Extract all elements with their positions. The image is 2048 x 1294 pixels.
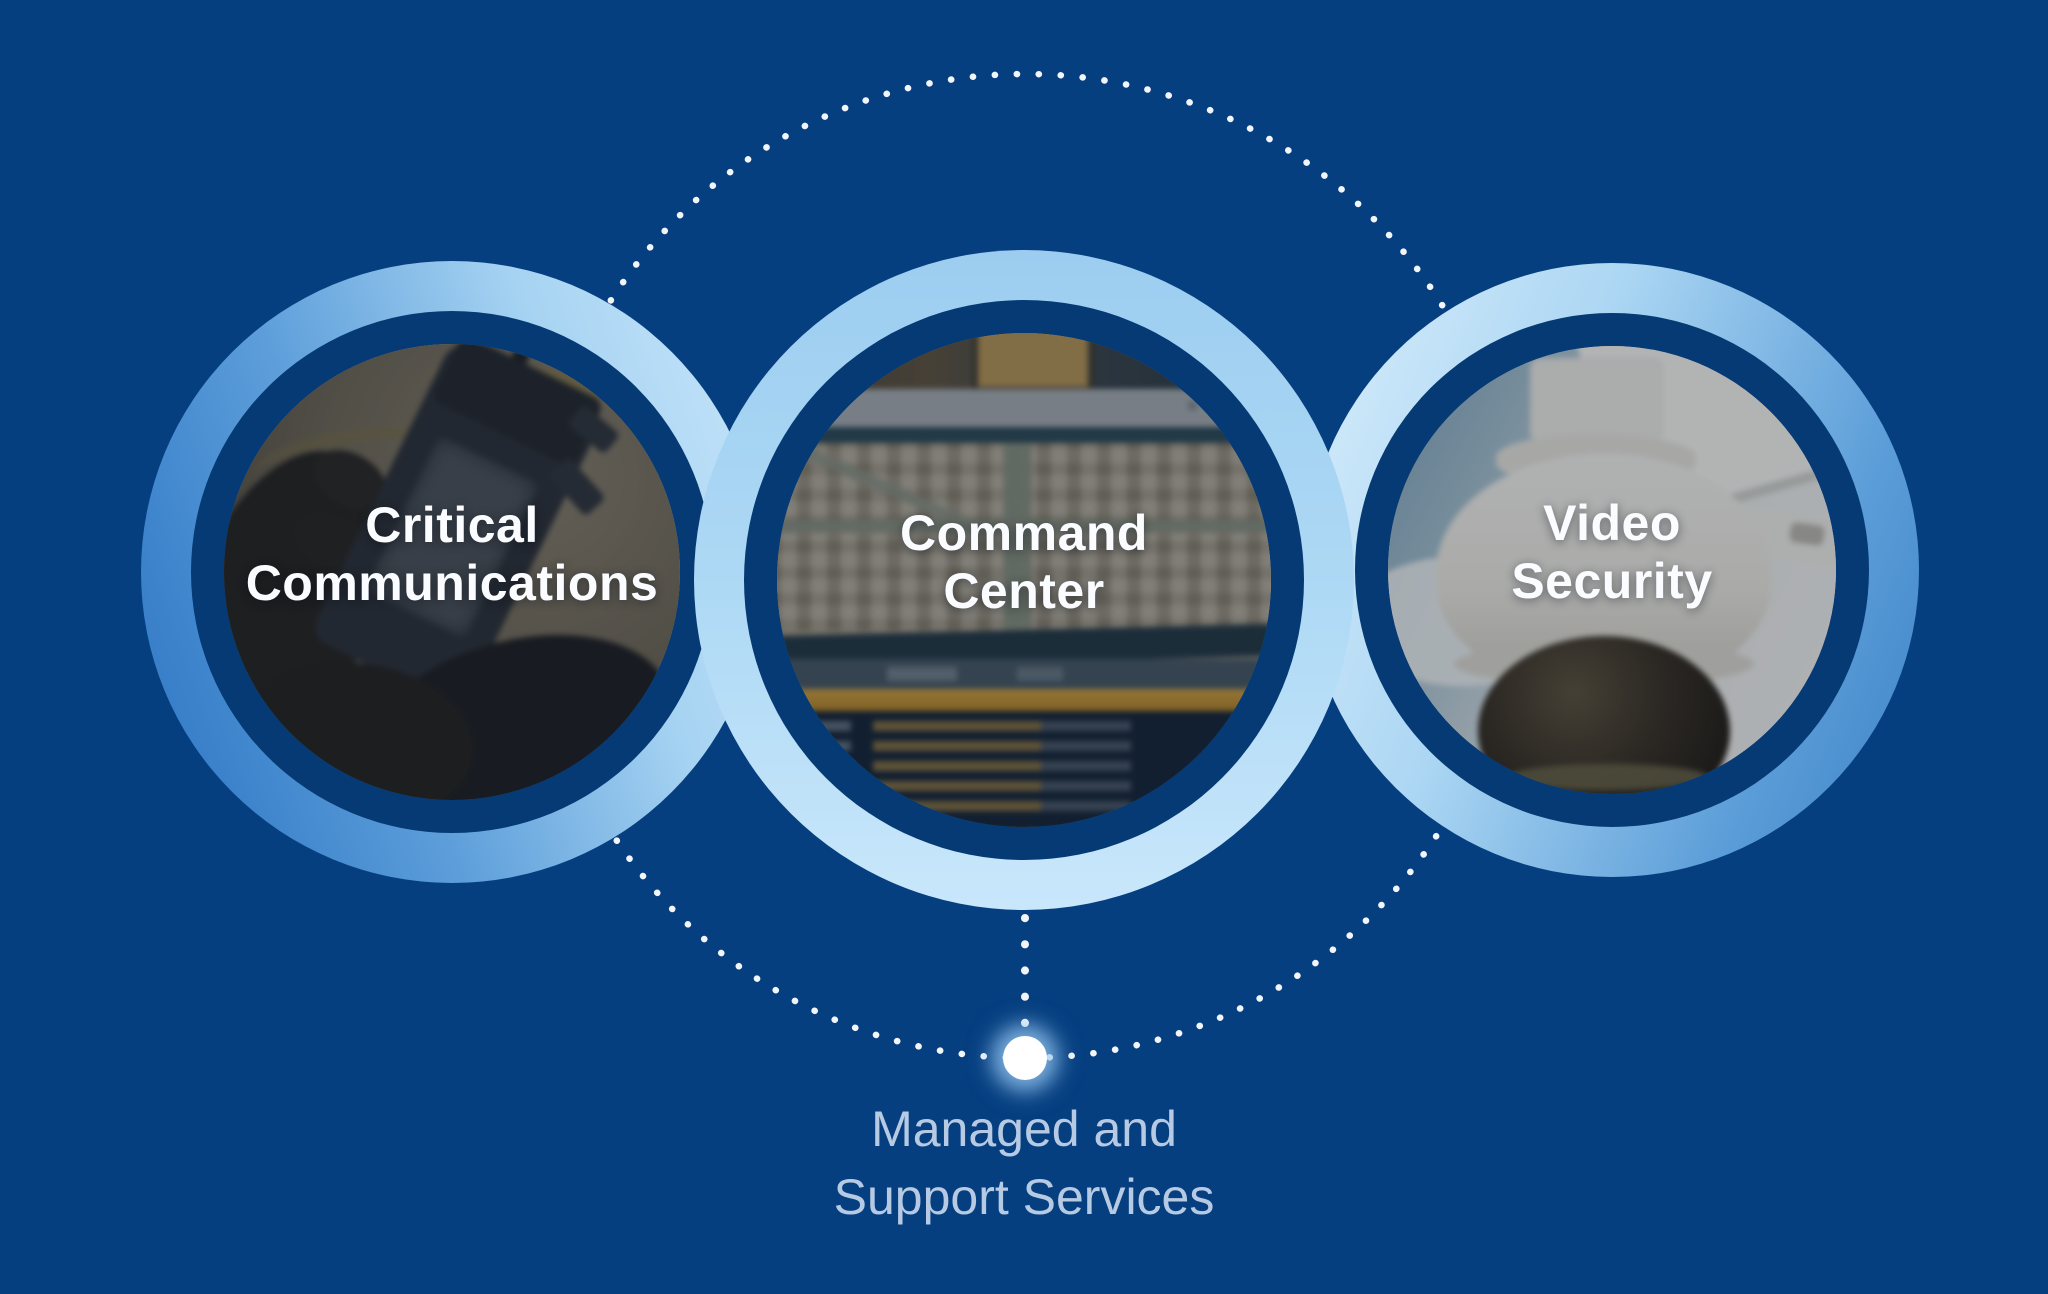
cad-screen-shape: [777, 711, 1271, 827]
hub-label: Managed and Support Services: [574, 1096, 1474, 1231]
dome-camera-photo-art: [1388, 346, 1836, 794]
node-label-critical-communications: Critical Communications: [224, 344, 680, 782]
label-line: Center: [943, 563, 1105, 619]
node-label-video-security: Video Security: [1388, 346, 1836, 776]
camera-dome-glint-shape: [1508, 764, 1708, 790]
node-video-security: Video Security: [1305, 263, 1919, 877]
photo-command-center: Command Center: [777, 333, 1271, 827]
node-label-command-center: Command Center: [777, 333, 1271, 809]
cad-text-row: [801, 781, 1238, 791]
photo-video-security: Video Security: [1388, 346, 1836, 794]
label-line: Video: [1543, 495, 1681, 551]
hub-label-line: Support Services: [833, 1168, 1215, 1225]
two-way-radio-photo-art: [224, 344, 680, 800]
map-street-shape: [777, 519, 1271, 533]
toolbar-dot: [1188, 401, 1198, 410]
toolbar-dot: [1209, 401, 1219, 410]
label-line: Security: [1511, 553, 1713, 609]
cad-text-row: [801, 721, 1238, 731]
hub-label-line: Managed and: [871, 1101, 1177, 1157]
cad-text-row: [801, 761, 1238, 771]
cad-text-row: [801, 801, 1238, 811]
photo-critical-communications: Critical Communications: [224, 344, 680, 800]
hub-dot: [1003, 1036, 1047, 1080]
toolbar-dot-yellow: [1229, 400, 1243, 413]
cad-tab-shape: [1017, 667, 1063, 681]
command-center-photo-art: [777, 333, 1271, 827]
cad-text-row: [801, 741, 1238, 751]
label-line: Command: [900, 505, 1148, 561]
node-command-center: Command Center: [694, 250, 1354, 910]
node-critical-communications: Critical Communications: [141, 261, 763, 883]
label-line: Communications: [245, 555, 659, 611]
map-topbar-shape: [777, 427, 1271, 443]
photo-dark-overlay: [777, 333, 1271, 827]
label-line: Critical: [365, 497, 539, 553]
camera-mount-shape: [1530, 358, 1664, 442]
photo-dark-overlay: [1388, 346, 1836, 794]
photo-dark-overlay: [224, 344, 680, 800]
cad-tab-shape: [887, 667, 957, 681]
cad-highlight-stripe: [777, 689, 1271, 711]
